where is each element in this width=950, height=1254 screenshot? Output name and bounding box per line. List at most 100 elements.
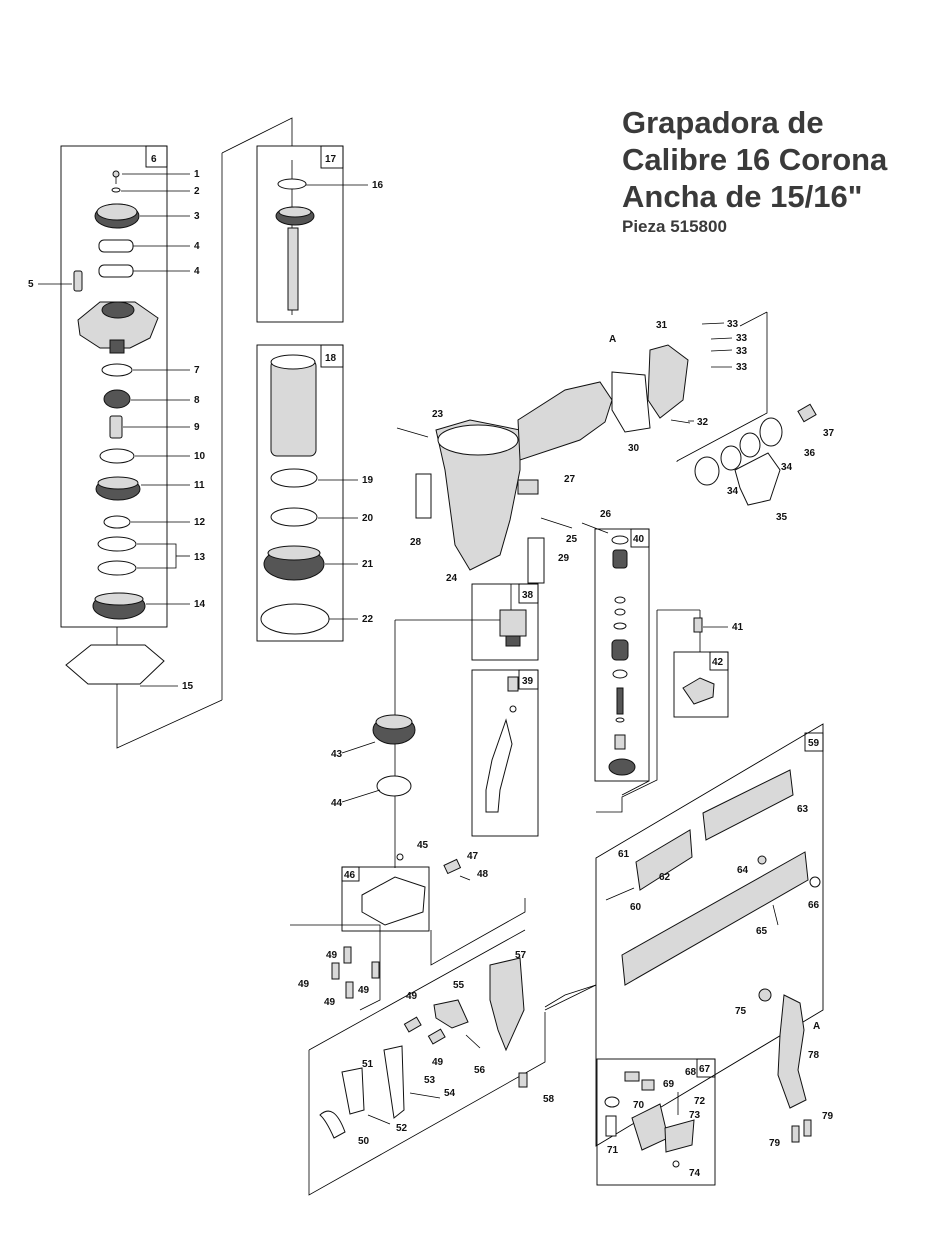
callout-52: 52 [396,1123,408,1134]
group-label-67: 67 [699,1064,711,1075]
group-label-6: 6 [151,154,157,165]
callout-19: 19 [362,475,374,486]
cylinder-parts [260,354,330,635]
callout-49e: 49 [406,991,418,1002]
group-box-59 [595,723,824,1147]
callout-2: 2 [194,186,200,197]
callout-41: 41 [732,622,744,633]
callout-labels: 6 17 18 38 39 40 42 46 59 67 1 2 3 4 4 5… [28,154,835,1179]
callout-49d: 49 [358,985,370,996]
ref-letter-a-bottom: A [813,1021,820,1032]
latch-assembly-parts [604,1071,695,1168]
callout-54: 54 [444,1088,456,1099]
callout-11: 11 [194,480,205,491]
callout-63: 63 [797,804,809,815]
group-box-46 [341,866,430,932]
piston-driver-parts [275,178,315,311]
callout-9: 9 [194,422,200,433]
callout-70: 70 [633,1100,645,1111]
callout-22: 22 [362,614,374,625]
callout-58: 58 [543,1094,555,1105]
callout-21: 21 [362,559,374,570]
callout-48: 48 [477,869,489,880]
trigger-valve-parts [485,609,527,813]
latch-parts [682,617,715,705]
callout-1: 1 [194,169,200,180]
callout-62: 62 [659,872,671,883]
callout-47: 47 [467,851,479,862]
callout-72: 72 [694,1096,706,1107]
callout-57: 57 [515,950,527,961]
callout-34a: 34 [781,462,793,473]
callout-49c: 49 [324,997,336,1008]
callout-10: 10 [194,451,206,462]
group-box-67 [596,1058,716,1186]
callout-71: 71 [607,1145,619,1156]
callout-74: 74 [689,1168,701,1179]
group-label-18: 18 [325,353,337,364]
contact-trip-parts [319,957,528,1139]
group-label-46: 46 [344,870,356,881]
callout-33c: 33 [736,346,748,357]
callout-68: 68 [685,1067,697,1078]
group-box-42 [673,651,729,718]
callout-79b: 79 [769,1138,781,1149]
tool-housing [396,344,817,584]
callout-65: 65 [756,926,768,937]
leader-lines [38,173,733,803]
gasket-parts [694,417,783,506]
callout-29: 29 [558,553,570,564]
callout-5: 5 [28,279,34,290]
callout-49b: 49 [298,979,310,990]
title-line-1: Grapadora de [622,105,824,140]
group-box-40 [594,528,650,782]
group-label-17: 17 [325,154,337,165]
callout-25: 25 [566,534,578,545]
callout-26: 26 [600,509,612,520]
callout-12: 12 [194,517,206,528]
callout-50: 50 [358,1136,370,1147]
valve-stack-parts [608,535,636,776]
callout-27: 27 [564,474,576,485]
callout-79a: 79 [822,1111,834,1122]
callout-44: 44 [331,798,343,809]
nose-plate-parts [331,853,471,999]
diagram-title-block: Grapadora de Calibre 16 Corona Ancha de … [622,104,942,237]
group-label-38: 38 [522,590,534,601]
callout-49f: 49 [432,1057,444,1068]
group-label-40: 40 [633,534,645,545]
callout-7: 7 [194,365,200,376]
title-line-3: Ancha de 15/16" [622,179,863,214]
ref-letter-a-top: A [609,334,616,345]
callout-33d: 33 [736,362,748,373]
callout-30: 30 [628,443,640,454]
callout-56: 56 [474,1065,486,1076]
group-box-38 [471,583,539,661]
callout-4: 4 [194,241,200,252]
callout-13: 13 [194,552,206,563]
callout-4b: 4 [194,266,200,277]
callout-51: 51 [362,1059,374,1070]
callout-33b: 33 [736,333,748,344]
callout-55: 55 [453,980,465,991]
group-box-18 [256,344,344,642]
group-box-6 [60,145,168,628]
magazine-parts [605,769,821,986]
callout-14: 14 [194,599,206,610]
callout-36: 36 [804,448,816,459]
group-box-39 [471,669,539,837]
callout-49a: 49 [326,950,338,961]
bracket-parts [758,988,812,1143]
callout-32: 32 [697,417,709,428]
part-number: Pieza 515800 [622,217,727,236]
callout-15: 15 [182,681,194,692]
callout-60: 60 [630,902,642,913]
callout-78: 78 [808,1050,820,1061]
callout-73: 73 [689,1110,701,1121]
callout-3: 3 [194,211,200,222]
callout-75: 75 [735,1006,747,1017]
title-line-2: Calibre 16 Corona [622,142,888,177]
callout-31: 31 [656,320,668,331]
callout-28: 28 [410,537,422,548]
